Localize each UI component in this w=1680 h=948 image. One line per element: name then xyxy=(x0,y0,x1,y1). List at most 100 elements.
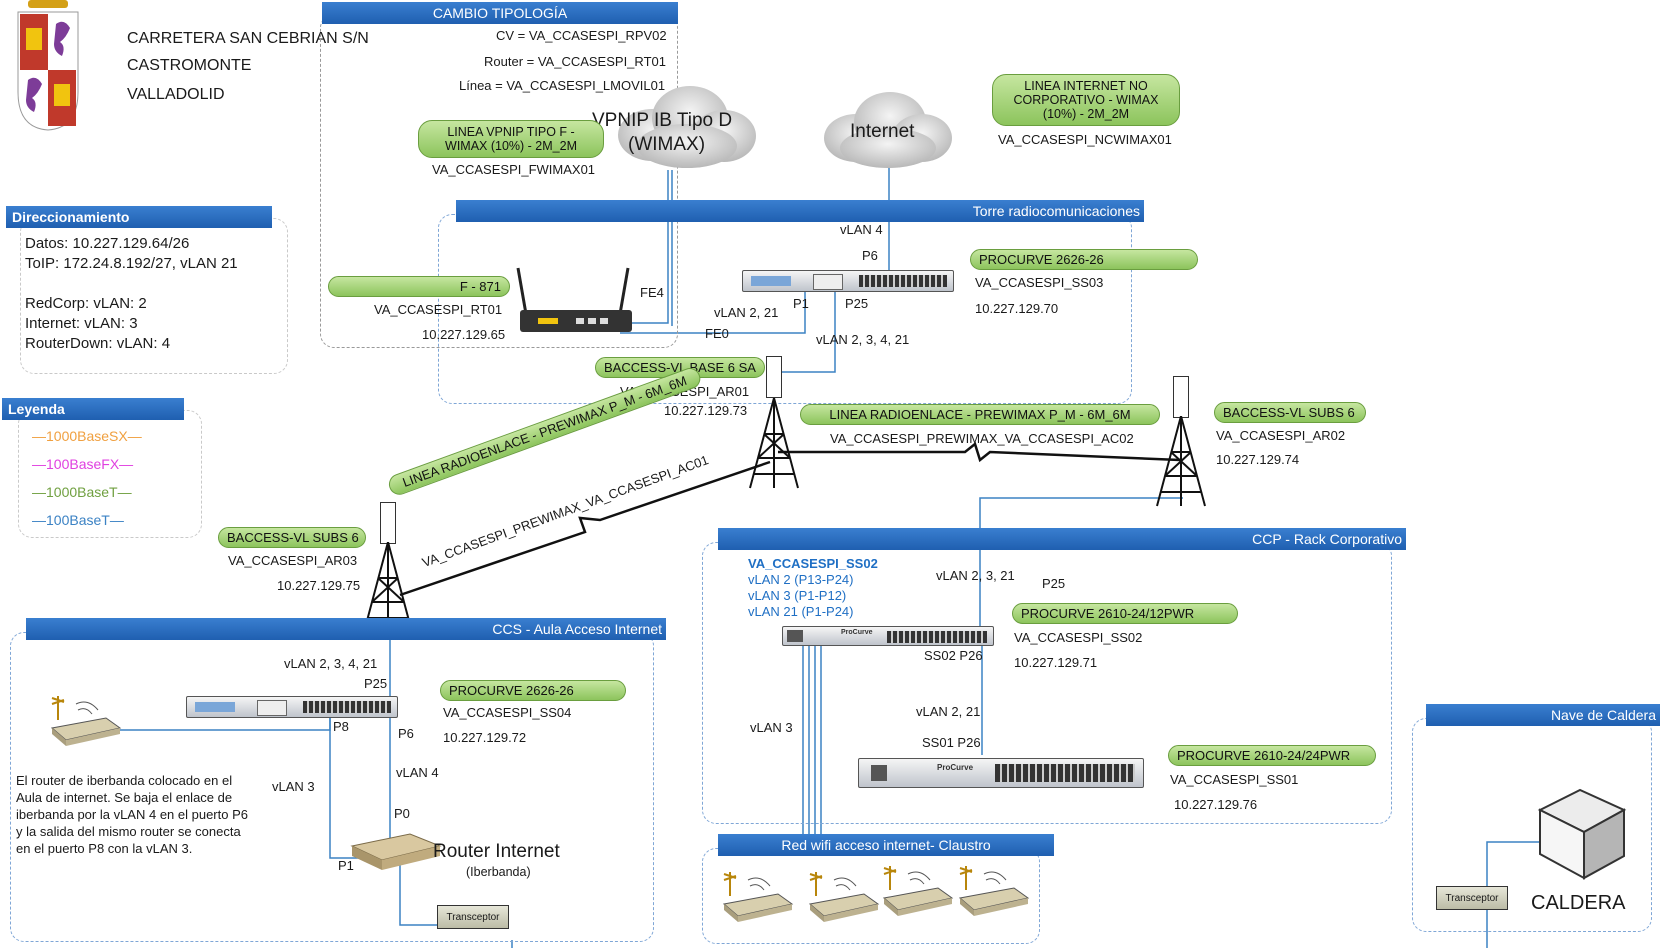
router-p1: P1 xyxy=(338,858,354,873)
ss04-ip: 10.227.129.72 xyxy=(443,730,527,745)
dir-routerdown: RouterDown: vLAN: 4 xyxy=(25,335,171,352)
radio-ac02-id: VA_CCASESPI_PREWIMAX_VA_CCASESPI_AC02 xyxy=(830,431,1134,446)
address-line-1: CARRETERA SAN CEBRIAN S/N xyxy=(127,30,369,47)
rt01-model-pill: F - 871 xyxy=(328,276,510,297)
ccp-title: CCP - Rack Corporativo xyxy=(718,528,1406,550)
caldera-box-icon xyxy=(1537,788,1627,880)
ccp-vlan-2-21: vLAN 2, 21 xyxy=(916,704,981,719)
coat-of-arms-logo xyxy=(16,0,80,132)
wifi-ap-icon-1 xyxy=(722,872,794,922)
vpnip-cloud-label: VPNIP IB Tipo D xyxy=(592,110,733,131)
link-router-transceptor xyxy=(399,858,440,926)
ss03-switch-icon xyxy=(742,270,954,292)
wifi-claustro-title: Red wifi acceso internet- Claustro xyxy=(718,834,1054,856)
ss03-p6: P6 xyxy=(862,248,878,263)
wifi-ap-icon-3 xyxy=(882,866,954,916)
caldera-title: Nave de Caldera xyxy=(1426,704,1660,726)
router-internet-icon xyxy=(350,833,442,870)
ss04-name: VA_CCASESPI_SS04 xyxy=(443,705,572,720)
ss03-ip: 10.227.129.70 xyxy=(975,301,1059,316)
legend-1000basesx: —1000BaseSX— xyxy=(32,428,142,444)
link-ss03-ar01 xyxy=(780,292,836,373)
radio-link-ar01-ar03 xyxy=(399,460,771,597)
ar03-ip: 10.227.129.75 xyxy=(277,578,361,593)
rt01-ip: 10.227.129.65 xyxy=(422,327,506,342)
cambio-router: Router = VA_CCASESPI_RT01 xyxy=(484,54,666,69)
dir-datos: Datos: 10.227.129.64/26 xyxy=(25,235,190,252)
ccp-ss02-p26: SS02 P26 xyxy=(924,648,983,663)
caldera-transceptor: Transceptor xyxy=(1436,886,1508,910)
ss03-p1: P1 xyxy=(793,296,809,311)
cambio-cv: CV = VA_CCASESPI_RPV02 xyxy=(496,28,667,43)
ccp-ss01-p26: SS01 P26 xyxy=(922,735,981,750)
dir-internet: Internet: vLAN: 3 xyxy=(25,315,138,332)
ss01-ip: 10.227.129.76 xyxy=(1174,797,1258,812)
radio-link-ar01-ar02 xyxy=(778,441,1181,463)
torre-title: Torre radiocomunicaciones xyxy=(456,200,1144,222)
ccp-ss02-vlan3: vLAN 3 (P1-P12) xyxy=(748,588,847,603)
leyenda-title: Leyenda xyxy=(2,398,184,420)
ar01-antenna-icon xyxy=(766,356,782,398)
router-f871-icon xyxy=(516,267,632,332)
vpnip-line-id: VA_CCASESPI_FWIMAX01 xyxy=(432,162,596,177)
torre-vlan-2-3-4-21: vLAN 2, 3, 4, 21 xyxy=(816,332,910,347)
internet-line-id: VA_CCASESPI_NCWIMAX01 xyxy=(998,132,1172,147)
cambio-linea: Línea = VA_CCASESPI_LMOVIL01 xyxy=(459,78,666,93)
internet-cloud-label: Internet xyxy=(850,121,915,142)
ccs-note: El router de iberbanda colocado en el Au… xyxy=(16,773,248,856)
radio-ac02-pill: LINEA RADIOENLACE - PREWIMAX P_M - 6M_6M xyxy=(800,404,1160,425)
ss04-p6: P6 xyxy=(398,726,414,741)
torre-vlan4: vLAN 4 xyxy=(840,222,883,237)
legend-100basefx: —100BaseFX— xyxy=(32,456,134,472)
vpnip-cloud-sub: (WIMAX) xyxy=(628,134,706,155)
ss03-name: VA_CCASESPI_SS03 xyxy=(975,275,1104,290)
ss02-switch-icon: ProCurve xyxy=(782,626,994,646)
ar03-model-pill: BACCESS-VL SUBS 6 xyxy=(218,527,366,548)
ss01-switch-icon: ProCurve xyxy=(858,758,1144,788)
vpnip-cloud-icon xyxy=(618,86,756,168)
ccs-vlan4: vLAN 4 xyxy=(396,765,439,780)
internet-line-pill: LINEA INTERNET NO CORPORATIVO - WIMAX (1… xyxy=(992,74,1180,126)
address-line-2: CASTROMONTE xyxy=(127,57,252,74)
wifi-ap-icon-4 xyxy=(958,866,1030,916)
link-rt01-ss03 xyxy=(620,292,806,334)
torre-vlan-2-21: vLAN 2, 21 xyxy=(714,305,779,320)
vpnip-line-pill: LINEA VPNIP TIPO F - WIMAX (10%) - 2M_2M xyxy=(418,120,604,158)
ss02-ip: 10.227.129.71 xyxy=(1014,655,1098,670)
ar02-antenna-icon xyxy=(1173,376,1189,418)
ar02-ip: 10.227.129.74 xyxy=(1216,452,1300,467)
ccp-ss02-vlan21: vLAN 21 (P1-P24) xyxy=(748,604,854,619)
wifi-ap-icon-2 xyxy=(808,872,880,922)
ss03-p25: P25 xyxy=(845,296,869,311)
router-p0: P0 xyxy=(394,806,410,821)
rt01-fe0: FE0 xyxy=(705,326,729,341)
rt01-fe4: FE4 xyxy=(640,285,664,300)
ccs-transceptor: Transceptor xyxy=(437,905,509,929)
ccs-vlan-2-3-4-21: vLAN 2, 3, 4, 21 xyxy=(284,656,378,671)
ss02-model-pill: PROCURVE 2610-24/12PWR xyxy=(1012,603,1238,624)
ar01-ip: 10.227.129.73 xyxy=(664,403,748,418)
ss01-brand: ProCurve xyxy=(937,763,974,772)
ss04-p8: P8 xyxy=(333,719,349,734)
direccionamiento-title: Direccionamiento xyxy=(6,206,272,228)
ar02-model-pill: BACCESS-VL SUBS 6 xyxy=(1214,402,1366,423)
ar02-name: VA_CCASESPI_AR02 xyxy=(1216,428,1346,443)
ar03-name: VA_CCASESPI_AR03 xyxy=(228,553,358,568)
ccp-ss02-vlan2: vLAN 2 (P13-P24) xyxy=(748,572,854,587)
ss03-model-pill: PROCURVE 2626-26 xyxy=(970,249,1198,270)
internet-cloud-icon xyxy=(824,92,952,168)
legend-100baset: —100BaseT— xyxy=(32,512,124,528)
ccs-vlan3: vLAN 3 xyxy=(272,779,315,794)
ccp-vlan-2-3-21: vLAN 2, 3, 21 xyxy=(936,568,1015,583)
ss04-model-pill: PROCURVE 2626-26 xyxy=(440,680,626,701)
ss01-name: VA_CCASESPI_SS01 xyxy=(1170,772,1299,787)
legend-1000baset: —1000BaseT— xyxy=(32,484,132,500)
dir-redcorp: RedCorp: vLAN: 2 xyxy=(25,295,147,312)
ss02-brand: ProCurve xyxy=(841,629,873,636)
ss04-switch-icon xyxy=(186,696,398,718)
ss04-p25: P25 xyxy=(364,676,388,691)
ss02-name: VA_CCASESPI_SS02 xyxy=(1014,630,1143,645)
router-internet-label: Router Internet xyxy=(433,841,560,862)
ar02-tower-icon xyxy=(1156,416,1206,507)
wifi-claustro-aps xyxy=(722,866,1030,922)
